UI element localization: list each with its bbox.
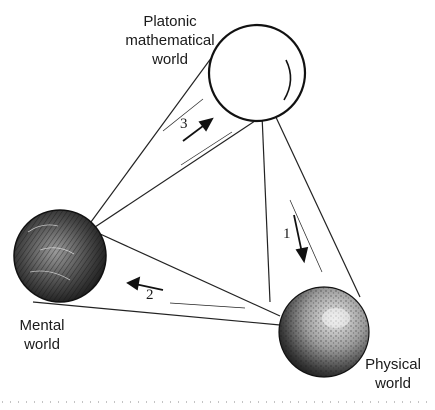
mental-world-sphere [13, 209, 107, 303]
platonic-world-sphere [207, 23, 307, 123]
platonic-label-line-1: Platonic [143, 13, 197, 30]
platonic-label-line-3: world [152, 51, 188, 68]
arrow-1-number: 1 [283, 226, 291, 242]
arrow-1 [293, 214, 309, 264]
arrow-3 [182, 117, 214, 142]
physical-label-line-1: Physical [365, 356, 421, 373]
arrow-2 [126, 276, 164, 291]
mental-label-line-1: Mental [19, 317, 65, 334]
physical-world-label: Physical world [358, 355, 428, 393]
mental-label-line-2: world [24, 336, 60, 353]
mental-world-label: Mental world [12, 316, 72, 354]
physical-world-sphere [278, 286, 370, 378]
cone-physical-to-mental [32, 232, 281, 326]
cone-mental-to-platonic [87, 45, 271, 230]
cone-platonic-to-physical [260, 107, 361, 303]
physical-label-line-2: world [375, 375, 411, 392]
platonic-label-line-2: mathematical [125, 32, 215, 49]
arrow-2-number: 2 [146, 287, 154, 303]
arrow-3-number: 3 [180, 116, 188, 132]
platonic-world-label: Platonic mathematical world [118, 12, 222, 69]
